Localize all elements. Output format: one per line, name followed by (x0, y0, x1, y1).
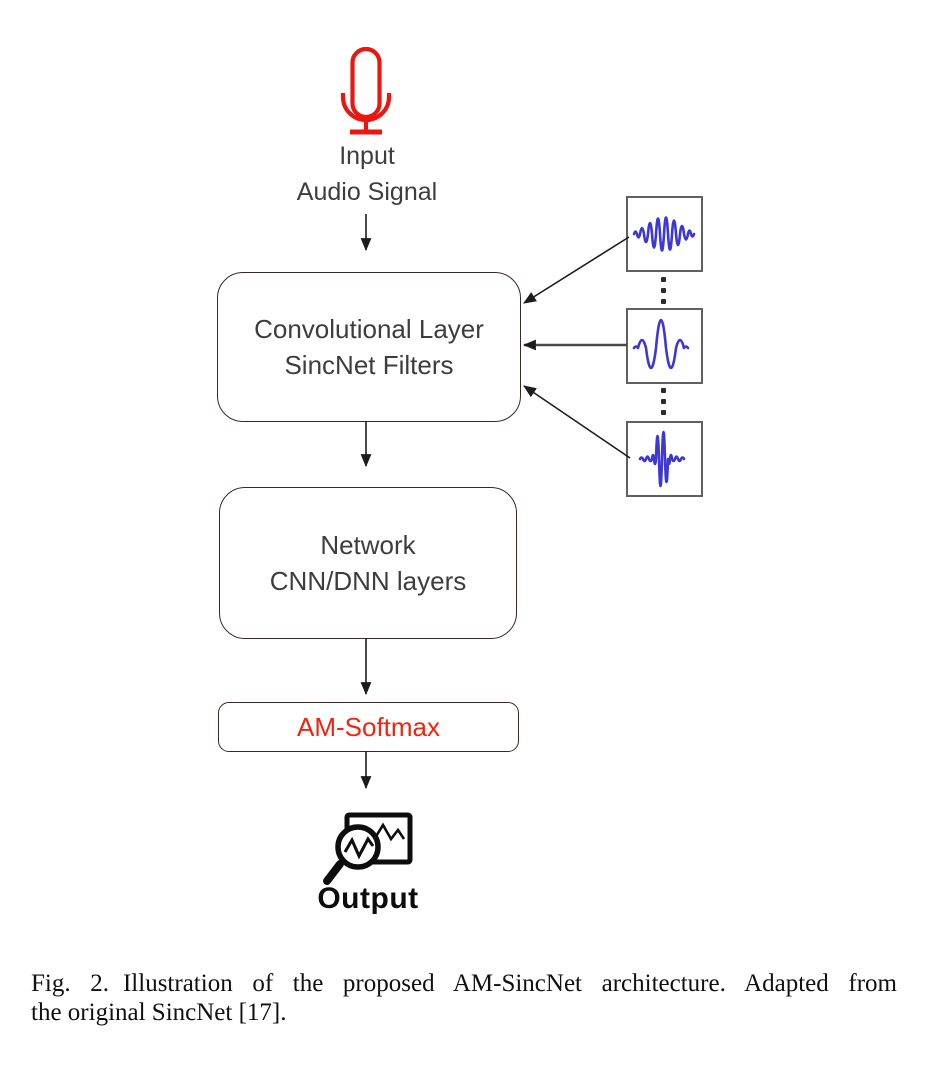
microphone-icon (340, 46, 392, 135)
figure-caption: Fig. 2. Illustration of the proposed AM-S… (31, 969, 897, 1027)
conv-block-line2: SincNet Filters (284, 350, 454, 380)
caption-line1: Fig. 2. Illustration of the proposed AM-S… (31, 969, 897, 998)
high-frequency-sinc-waveform-icon (638, 431, 686, 487)
network-block-line1: Network (320, 530, 416, 560)
conv-block-line1: Convolutional Layer (254, 314, 484, 344)
arrow-filter3-to-conv (523, 385, 631, 459)
am-softmax-label: AM-Softmax (296, 712, 441, 742)
caption-line1-text: Illustration of the proposed AM-SincNet … (122, 970, 897, 997)
figure-number: Fig. 2. (31, 970, 109, 997)
arrow-filter1-to-conv (523, 236, 630, 304)
wide-band-sinc-waveform-icon (632, 216, 696, 252)
am-softmax-block: AM-Softmax (218, 702, 519, 752)
magnifier-chart-icon (323, 812, 413, 885)
network-block-line2: CNN/DNN layers (269, 566, 467, 596)
sinc-filter-box-3 (626, 421, 703, 497)
sinc-filter-box-2 (626, 308, 703, 384)
conv-sincnet-block: Convolutional Layer SincNet Filters (217, 272, 521, 422)
vertical-ellipsis-icon (661, 277, 666, 304)
low-frequency-sinc-waveform-icon (632, 319, 690, 370)
input-label-line2: Audio Signal (296, 178, 438, 206)
caption-line2: the original SincNet [17]. (31, 999, 287, 1026)
vertical-ellipsis-icon (661, 388, 666, 415)
input-label-line1: Input (339, 142, 395, 170)
output-label: Output (317, 882, 419, 915)
sinc-filter-box-1 (626, 196, 703, 272)
network-cnn-dnn-block: Network CNN/DNN layers (219, 487, 517, 639)
input-audio-label: Input Audio Signal (247, 138, 487, 210)
